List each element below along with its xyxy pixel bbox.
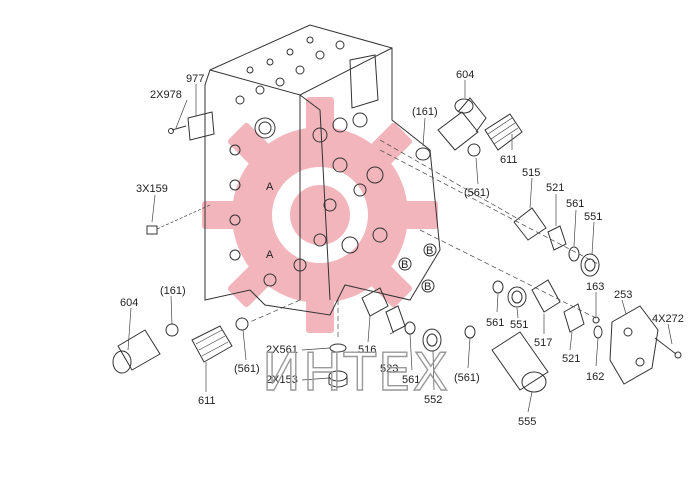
label-551-top: 551 bbox=[584, 211, 602, 223]
label-4x272: 4X272 bbox=[652, 313, 684, 325]
label-561-center: 561 bbox=[402, 374, 420, 386]
oring-161-top bbox=[415, 147, 431, 161]
label-163: 163 bbox=[586, 281, 604, 293]
cap-551-top bbox=[580, 253, 600, 277]
oring-161-left bbox=[165, 323, 179, 337]
spring-521-top bbox=[547, 225, 567, 251]
label-517: 517 bbox=[534, 337, 552, 349]
marker-b-2: B bbox=[401, 259, 408, 271]
gear-watermark-icon bbox=[202, 97, 438, 333]
cap-551-lower bbox=[507, 286, 527, 308]
spring-523 bbox=[385, 305, 406, 333]
plug-611-left bbox=[191, 325, 233, 363]
label-521-top: 521 bbox=[546, 182, 564, 194]
label-2x561: 2X561 bbox=[266, 344, 298, 356]
label-611-left: 611 bbox=[198, 395, 216, 407]
spring-521-lower bbox=[563, 303, 585, 333]
part-labels: 977 2X978 3X159 604 (161) 611 (561) 515 … bbox=[120, 69, 684, 428]
valve-body bbox=[204, 24, 441, 316]
spool-517 bbox=[531, 279, 561, 313]
position-markers: A A B B B bbox=[266, 181, 437, 293]
oring-561-lower bbox=[492, 280, 504, 294]
label-611-top: 611 bbox=[500, 154, 518, 166]
spool-516 bbox=[361, 287, 389, 317]
oring-561-center bbox=[404, 321, 416, 335]
plug-611-top bbox=[484, 113, 523, 151]
spool-515 bbox=[513, 207, 547, 241]
label-161-left: (161) bbox=[160, 285, 186, 297]
label-253: 253 bbox=[614, 289, 632, 301]
screw-2x978 bbox=[168, 125, 187, 134]
valve-555 bbox=[491, 331, 549, 393]
cap-552 bbox=[422, 328, 442, 352]
oring-163 bbox=[592, 316, 600, 324]
label-3x159: 3X159 bbox=[136, 183, 168, 195]
oring-162 bbox=[593, 325, 603, 339]
label-2x153: 2X153 bbox=[266, 374, 298, 386]
label-561-mid: 561 bbox=[566, 198, 584, 210]
label-555: 555 bbox=[518, 416, 536, 428]
plug-2x153 bbox=[328, 370, 348, 388]
assembly-axes bbox=[249, 139, 601, 340]
marker-b-1: B bbox=[426, 245, 433, 257]
label-162: 162 bbox=[586, 371, 604, 383]
plug-3x159 bbox=[146, 204, 211, 235]
leader-lines bbox=[127, 80, 673, 413]
valve-604-top bbox=[437, 97, 487, 151]
label-161-top: (161) bbox=[412, 106, 438, 118]
label-521-lower: 521 bbox=[562, 353, 580, 365]
oring-561-mid bbox=[568, 246, 580, 262]
oring-561-bottom bbox=[464, 325, 476, 339]
label-604-top: 604 bbox=[456, 69, 474, 81]
oring-561-left bbox=[235, 317, 249, 331]
valve-604-left bbox=[112, 329, 161, 374]
label-551-lower: 551 bbox=[510, 319, 528, 331]
label-561-left: (561) bbox=[234, 363, 260, 375]
label-2x978: 2X978 bbox=[150, 89, 182, 101]
marker-a-upper: A bbox=[266, 181, 274, 193]
label-561-bottom: (561) bbox=[454, 372, 480, 384]
label-523: 523 bbox=[380, 363, 398, 375]
marker-a-lower: A bbox=[266, 249, 274, 261]
label-516: 516 bbox=[358, 344, 376, 356]
bolt-4x272 bbox=[654, 337, 682, 359]
label-561-lower: 561 bbox=[486, 317, 504, 329]
label-552: 552 bbox=[424, 394, 442, 406]
label-561-top: (561) bbox=[464, 187, 490, 199]
label-515: 515 bbox=[522, 167, 540, 179]
oring-561-top bbox=[467, 143, 481, 157]
label-604-left: 604 bbox=[120, 297, 138, 309]
watermark-text: ИНТЕХ bbox=[262, 343, 450, 403]
plate-977 bbox=[187, 111, 215, 141]
marker-b-3: B bbox=[424, 281, 431, 293]
label-977: 977 bbox=[186, 73, 204, 85]
cover-253 bbox=[609, 305, 659, 385]
